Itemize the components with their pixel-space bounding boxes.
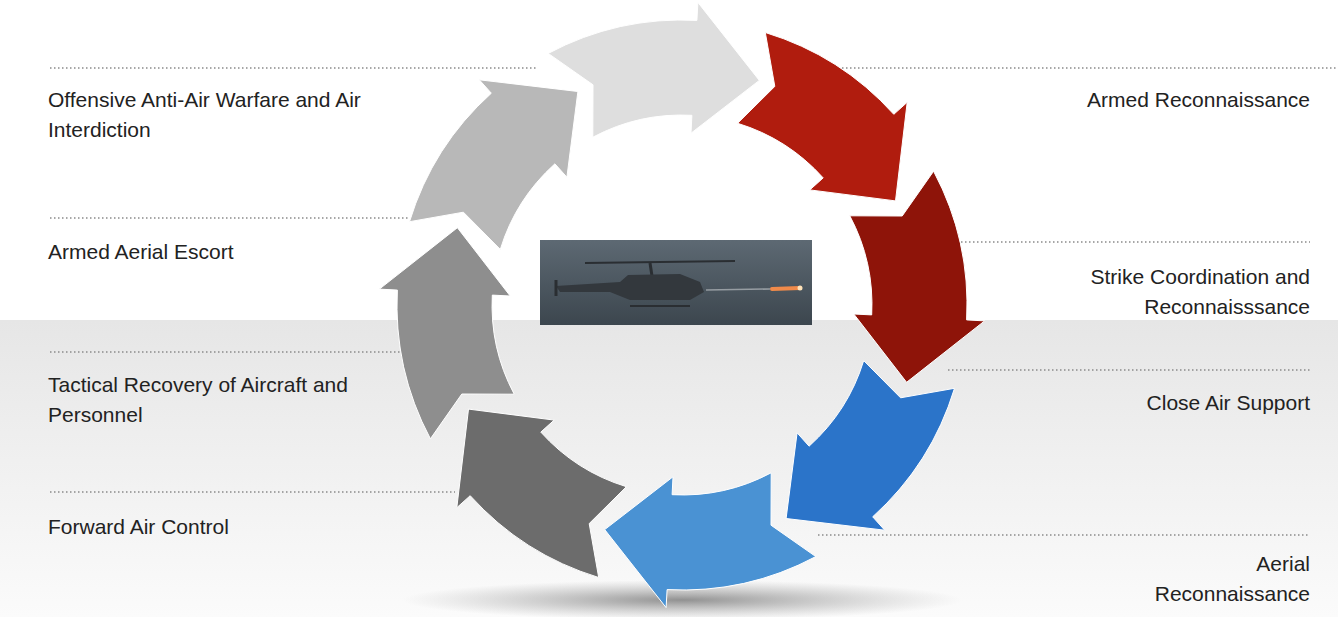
photo-frame bbox=[540, 240, 812, 325]
role-label: Close Air Support bbox=[1010, 388, 1310, 418]
cycle-arrow bbox=[457, 409, 627, 577]
role-label: Armed Aerial Escort bbox=[48, 237, 348, 267]
dotted-rules bbox=[50, 68, 1336, 535]
cycle-ring bbox=[379, 2, 984, 607]
dotted-rule bbox=[50, 351, 410, 353]
skid bbox=[630, 305, 690, 307]
tail-fin bbox=[555, 280, 558, 296]
dotted-rule bbox=[945, 241, 1310, 243]
role-label: Strike Coordination and Reconnaisssance bbox=[1020, 262, 1310, 322]
dotted-rule bbox=[50, 217, 410, 219]
cycle-arrow bbox=[410, 80, 578, 250]
rotor bbox=[585, 261, 735, 263]
role-label: Offensive Anti-Air Warfare and Air Inter… bbox=[48, 85, 418, 145]
dotted-rule bbox=[50, 491, 455, 493]
rotor-mast bbox=[650, 263, 652, 276]
role-label: Tactical Recovery of Aircraft and Person… bbox=[48, 370, 388, 430]
dotted-rule bbox=[818, 67, 1336, 69]
cycle-arrow bbox=[548, 2, 759, 137]
missile-glow bbox=[798, 286, 803, 291]
cycle-arrow bbox=[738, 33, 908, 201]
dotted-rule bbox=[50, 67, 537, 69]
dotted-rule bbox=[818, 534, 1310, 536]
cycle-arrow bbox=[605, 473, 816, 608]
role-label: Armed Reconnaissance bbox=[1010, 85, 1310, 115]
background-band bbox=[0, 320, 1338, 617]
cycle-arrow bbox=[379, 228, 514, 439]
role-label: Forward Air Control bbox=[48, 512, 348, 542]
smoke-trail bbox=[706, 289, 770, 290]
role-label: Aerial Reconnaissance bbox=[1105, 549, 1310, 609]
cycle-arrow bbox=[850, 171, 985, 382]
helicopter-photo bbox=[540, 240, 812, 325]
missile-flame bbox=[772, 288, 800, 289]
dotted-rule bbox=[948, 369, 1310, 371]
fuselage bbox=[556, 274, 704, 300]
cycle-arrow bbox=[786, 361, 954, 531]
